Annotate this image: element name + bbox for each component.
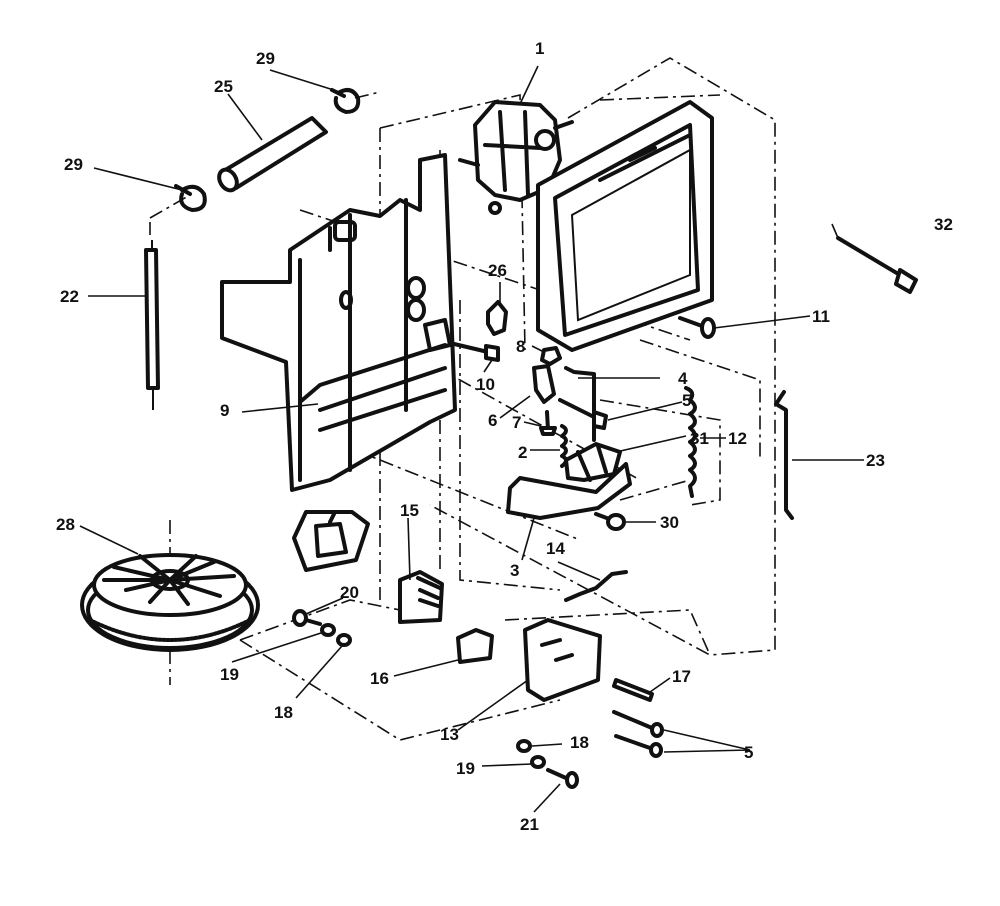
ignition-module bbox=[292, 510, 370, 572]
screw-5-lower-b bbox=[614, 734, 663, 758]
governor-rod bbox=[774, 390, 794, 520]
bracket-assembly bbox=[398, 570, 602, 702]
lever bbox=[532, 364, 556, 404]
washer-19-upper bbox=[320, 623, 336, 637]
callout-12: 12 bbox=[728, 429, 747, 448]
callout-19a: 19 bbox=[220, 665, 239, 684]
callout-10: 10 bbox=[476, 375, 495, 394]
washer-19-lower bbox=[530, 755, 546, 769]
long-bolt bbox=[836, 236, 918, 294]
callout-19b: 19 bbox=[456, 759, 475, 778]
screw-5-upper bbox=[558, 398, 608, 430]
callout-7: 7 bbox=[512, 413, 521, 432]
hose-clamp-lower bbox=[174, 184, 207, 212]
callout-29a: 29 bbox=[256, 49, 275, 68]
callout-30: 30 bbox=[660, 513, 679, 532]
flywheel bbox=[80, 553, 260, 652]
link-4 bbox=[564, 366, 596, 442]
callout-21: 21 bbox=[520, 815, 539, 834]
callout-13: 13 bbox=[440, 725, 459, 744]
callout-4: 4 bbox=[678, 369, 688, 388]
callout-11: 11 bbox=[812, 307, 830, 326]
callout-9: 9 bbox=[220, 401, 229, 420]
small-bracket bbox=[486, 300, 508, 336]
callout-6: 6 bbox=[488, 411, 497, 430]
nut bbox=[540, 346, 562, 366]
callout-23: 23 bbox=[866, 451, 885, 470]
callout-3: 3 bbox=[510, 561, 519, 580]
washer-18-lower bbox=[516, 739, 532, 753]
callout-labels: 1 2 3 4 5 5 6 7 8 9 10 11 12 13 14 15 16… bbox=[56, 39, 953, 834]
screw-11 bbox=[678, 316, 716, 339]
carburetor bbox=[458, 100, 574, 215]
hose-clamp-upper bbox=[330, 88, 361, 114]
screw-5-lower-a bbox=[612, 710, 664, 738]
callout-2: 2 bbox=[518, 443, 527, 462]
callout-18a: 18 bbox=[274, 703, 293, 722]
screw-21 bbox=[546, 768, 579, 789]
callout-22: 22 bbox=[60, 287, 79, 306]
callout-28: 28 bbox=[56, 515, 75, 534]
pin-17 bbox=[612, 678, 654, 702]
callout-1: 1 bbox=[535, 39, 544, 58]
callout-26: 26 bbox=[488, 261, 507, 280]
callout-5b: 5 bbox=[744, 743, 753, 762]
leader-lines bbox=[79, 65, 864, 813]
spring-12 bbox=[684, 386, 697, 498]
control-bracket bbox=[506, 442, 632, 520]
callout-32: 32 bbox=[934, 215, 953, 234]
callout-17: 17 bbox=[672, 667, 691, 686]
callout-14: 14 bbox=[546, 539, 565, 558]
callout-18b: 18 bbox=[570, 733, 589, 752]
callout-5a: 5 bbox=[682, 391, 691, 410]
air-cleaner bbox=[536, 100, 714, 352]
screw-10 bbox=[448, 341, 500, 362]
callout-31: 31 bbox=[690, 429, 709, 448]
wire-14 bbox=[564, 570, 628, 602]
screw-30 bbox=[594, 512, 626, 531]
washer-18-upper bbox=[336, 633, 352, 647]
callout-29b: 29 bbox=[64, 155, 83, 174]
screw-20 bbox=[292, 609, 322, 627]
callout-25: 25 bbox=[214, 77, 233, 96]
hose bbox=[217, 116, 328, 193]
callout-16: 16 bbox=[370, 669, 389, 688]
blower-housing bbox=[220, 153, 457, 492]
callout-8: 8 bbox=[516, 337, 525, 356]
callout-20: 20 bbox=[340, 583, 359, 602]
callout-15: 15 bbox=[400, 501, 419, 520]
rod bbox=[144, 240, 160, 410]
screw-7 bbox=[539, 410, 557, 436]
